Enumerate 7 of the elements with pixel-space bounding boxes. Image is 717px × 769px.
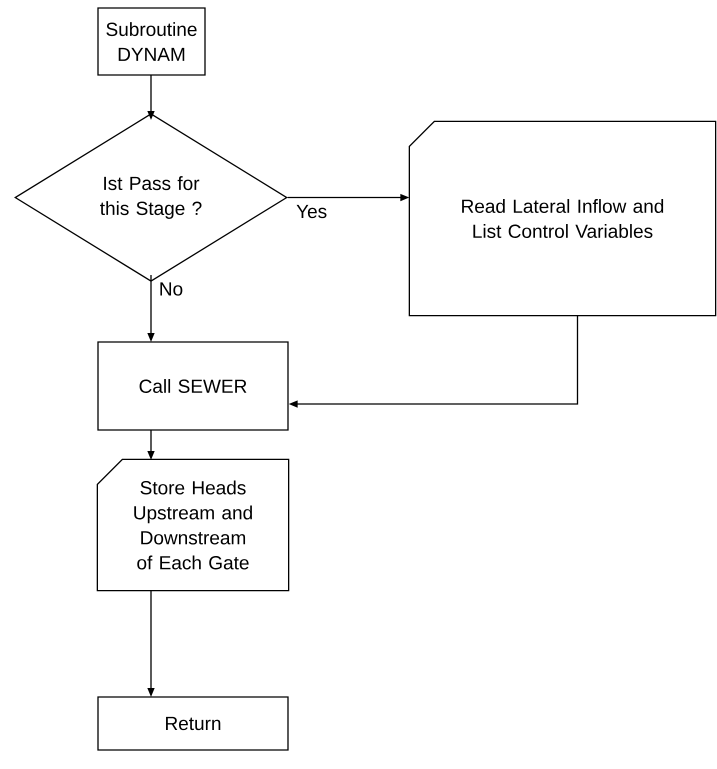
edge-label: Yes <box>295 204 328 220</box>
process-box: Call SEWER <box>97 341 289 431</box>
process-box: Return <box>97 696 289 751</box>
card-box: Store Heads Upstream and Downstream of Each Gate <box>96 458 290 592</box>
process-box: Subroutine DYNAM <box>97 7 206 76</box>
edge-label: No <box>158 281 184 297</box>
card-box: Read Lateral Inflow and List Control Variables <box>408 120 716 316</box>
